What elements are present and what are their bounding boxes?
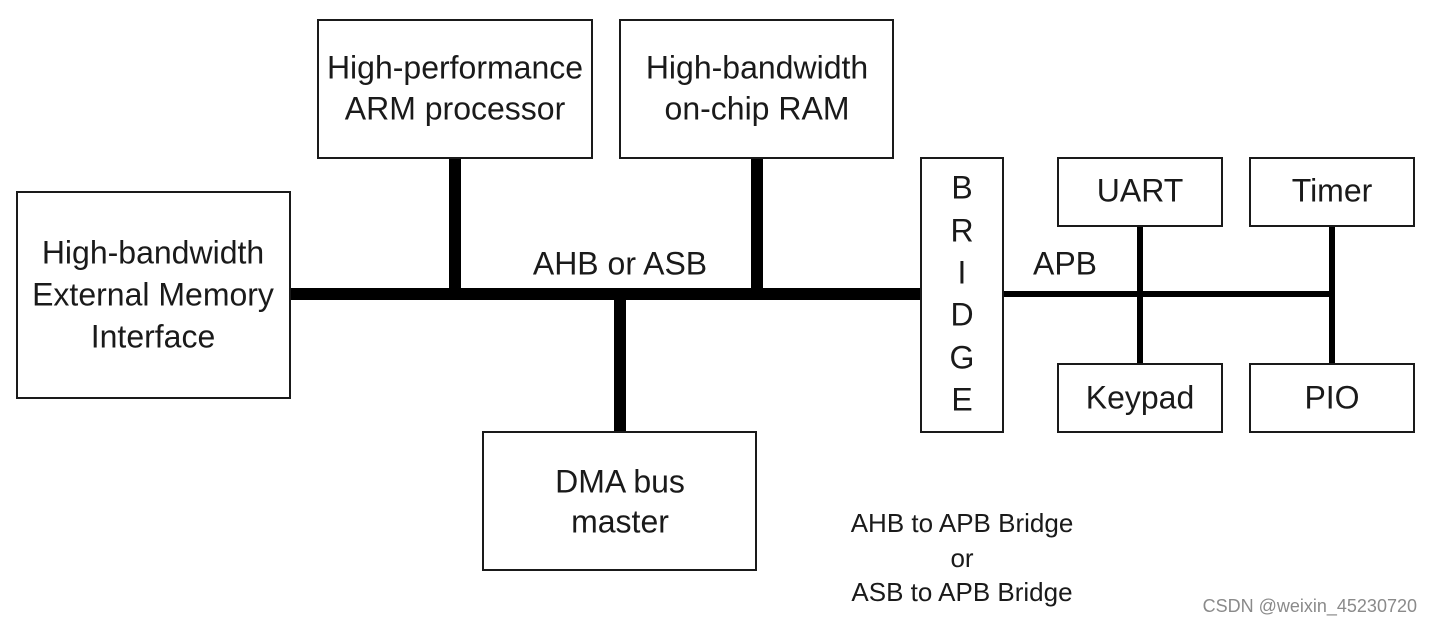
uart-label: UART — [1097, 172, 1184, 208]
arm-processor-label-line2: ARM processor — [345, 90, 566, 126]
external-memory-label-line3: Interface — [91, 318, 216, 354]
ahb-asb-bus-label: AHB or ASB — [533, 245, 707, 281]
uart-block: UART — [1057, 157, 1223, 227]
bridge-letter: R — [950, 212, 973, 248]
keypad-label: Keypad — [1086, 379, 1195, 415]
timer-block: Timer — [1249, 157, 1415, 227]
bridge-caption: AHB to APB Bridge or ASB to APB Bridge — [851, 508, 1074, 607]
dma-box — [482, 431, 757, 571]
bridge-box — [920, 157, 1004, 433]
bridge-caption-line2: or — [950, 543, 973, 573]
bridge-caption-line1: AHB to APB Bridge — [851, 508, 1074, 538]
watermark-text: CSDN @weixin_45230720 — [1202, 596, 1417, 616]
external-memory-block: High-bandwidth External Memory Interface — [16, 191, 291, 399]
pio-block: PIO — [1249, 363, 1415, 433]
arm-processor-block: High-performance ARM processor — [317, 19, 593, 159]
external-memory-box — [16, 191, 291, 399]
pio-label: PIO — [1304, 379, 1359, 415]
external-memory-label-line1: High-bandwidth — [42, 234, 264, 270]
bridge-block: B R I D G E — [920, 157, 1004, 433]
apb-bus-label: APB — [1033, 245, 1097, 281]
dma-block: DMA bus master — [482, 431, 757, 571]
keypad-box — [1057, 363, 1223, 433]
onchip-ram-block: High-bandwidth on-chip RAM — [619, 19, 894, 159]
bridge-caption-line3: ASB to APB Bridge — [851, 577, 1072, 607]
pio-box — [1249, 363, 1415, 433]
onchip-ram-box — [619, 19, 894, 159]
uart-box — [1057, 157, 1223, 227]
apb-bus — [1003, 226, 1335, 364]
onchip-ram-label-line2: on-chip RAM — [665, 90, 850, 126]
bridge-letter: B — [951, 169, 972, 205]
timer-box — [1249, 157, 1415, 227]
dma-label-line2: master — [571, 503, 669, 539]
dma-label-line1: DMA bus — [555, 463, 685, 499]
timer-label: Timer — [1292, 172, 1373, 208]
onchip-ram-label-line1: High-bandwidth — [646, 49, 868, 85]
bridge-letter: D — [950, 296, 973, 332]
arm-processor-box — [317, 19, 593, 159]
keypad-block: Keypad — [1057, 363, 1223, 433]
arm-processor-label-line1: High-performance — [327, 49, 583, 85]
bridge-letter: E — [951, 381, 972, 417]
bridge-letter: I — [958, 254, 967, 290]
bridge-letter: G — [950, 339, 975, 375]
ahb-asb-bus — [290, 158, 920, 432]
external-memory-label-line2: External Memory — [32, 276, 274, 312]
